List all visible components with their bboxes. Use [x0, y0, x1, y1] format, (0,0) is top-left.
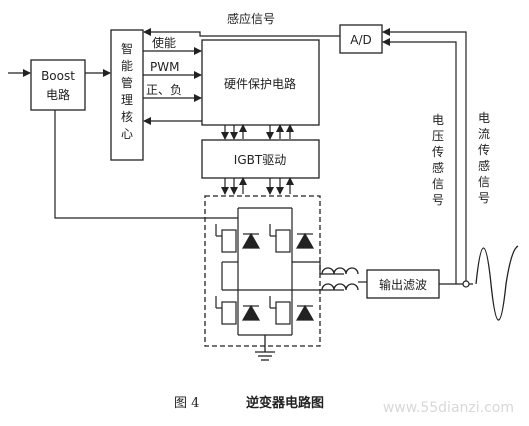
- management-core-block: 智 能 管 理 核 心: [110, 29, 144, 161]
- core-char-3: 管: [121, 75, 133, 90]
- ac-waveform-icon: [475, 245, 519, 321]
- hardware-protection-label: 硬件保护电路: [224, 76, 296, 91]
- core-char-5: 核: [121, 110, 133, 124]
- svg-text:感: 感: [432, 160, 444, 175]
- core-char-2: 能: [121, 59, 133, 73]
- current-sense-line: [382, 28, 467, 281]
- inductor-coil-icon: [321, 267, 359, 291]
- dc-bus-line: [54, 110, 238, 219]
- svg-text:信: 信: [432, 177, 444, 191]
- igbt-switch-bottom-right: [269, 296, 315, 325]
- igbt-switch-top-right: [269, 224, 315, 253]
- svg-text:压: 压: [432, 129, 444, 143]
- core-char-4: 理: [121, 93, 133, 107]
- enable-label: 使能: [152, 35, 176, 50]
- watermark: www.55dianzi.com: [383, 400, 514, 416]
- svg-text:信: 信: [478, 175, 490, 189]
- protection-to-drive-arrows: [221, 124, 294, 140]
- igbt-switch-top-left: [215, 224, 261, 253]
- igbt-drive-label: IGBT驱动: [234, 153, 286, 167]
- boost-block: Boost 电路: [30, 59, 86, 111]
- svg-text:传: 传: [432, 144, 444, 159]
- svg-text:感: 感: [478, 158, 490, 173]
- svg-text:号: 号: [432, 193, 444, 207]
- voltage-sense-label: 电 压 传 感 信 号: [432, 113, 444, 207]
- svg-text:流: 流: [478, 127, 490, 141]
- current-sense-label: 电 流 传 感 信 号: [478, 111, 490, 205]
- figure-number: 图 4: [174, 396, 199, 411]
- igbt-drive-block: IGBT驱动: [201, 139, 320, 179]
- hardware-protection-block: 硬件保护电路: [201, 39, 320, 126]
- svg-text:电: 电: [478, 111, 490, 125]
- svg-text:电: 电: [432, 113, 444, 127]
- drive-to-bridge-arrows: [221, 177, 294, 195]
- boost-label-line1: Boost: [41, 69, 75, 83]
- svg-text:传: 传: [478, 142, 490, 157]
- figure-title: 逆变器电路图: [246, 395, 324, 411]
- ad-label: A/D: [350, 33, 372, 47]
- core-char-6: 心: [121, 127, 133, 141]
- igbt-switch-bottom-left: [215, 296, 261, 325]
- sense-signal-arrow: [143, 28, 340, 37]
- core-char-1: 智: [121, 41, 133, 56]
- ad-converter-block: A/D: [339, 24, 383, 54]
- igbt-h-bridge: [204, 195, 344, 347]
- sense-signal-label: 感应信号: [227, 11, 275, 26]
- boost-label-line2: 电路: [46, 87, 70, 102]
- svg-text:号: 号: [478, 191, 490, 205]
- current-sense-node: [462, 280, 470, 288]
- polarity-label: 正、负: [146, 83, 182, 97]
- voltage-sense-line: [382, 38, 457, 284]
- pwm-label: PWM: [150, 60, 179, 74]
- ground-icon: [255, 335, 275, 361]
- output-filter-label: 输出滤波: [379, 277, 427, 292]
- output-filter-block: 输出滤波: [366, 269, 440, 299]
